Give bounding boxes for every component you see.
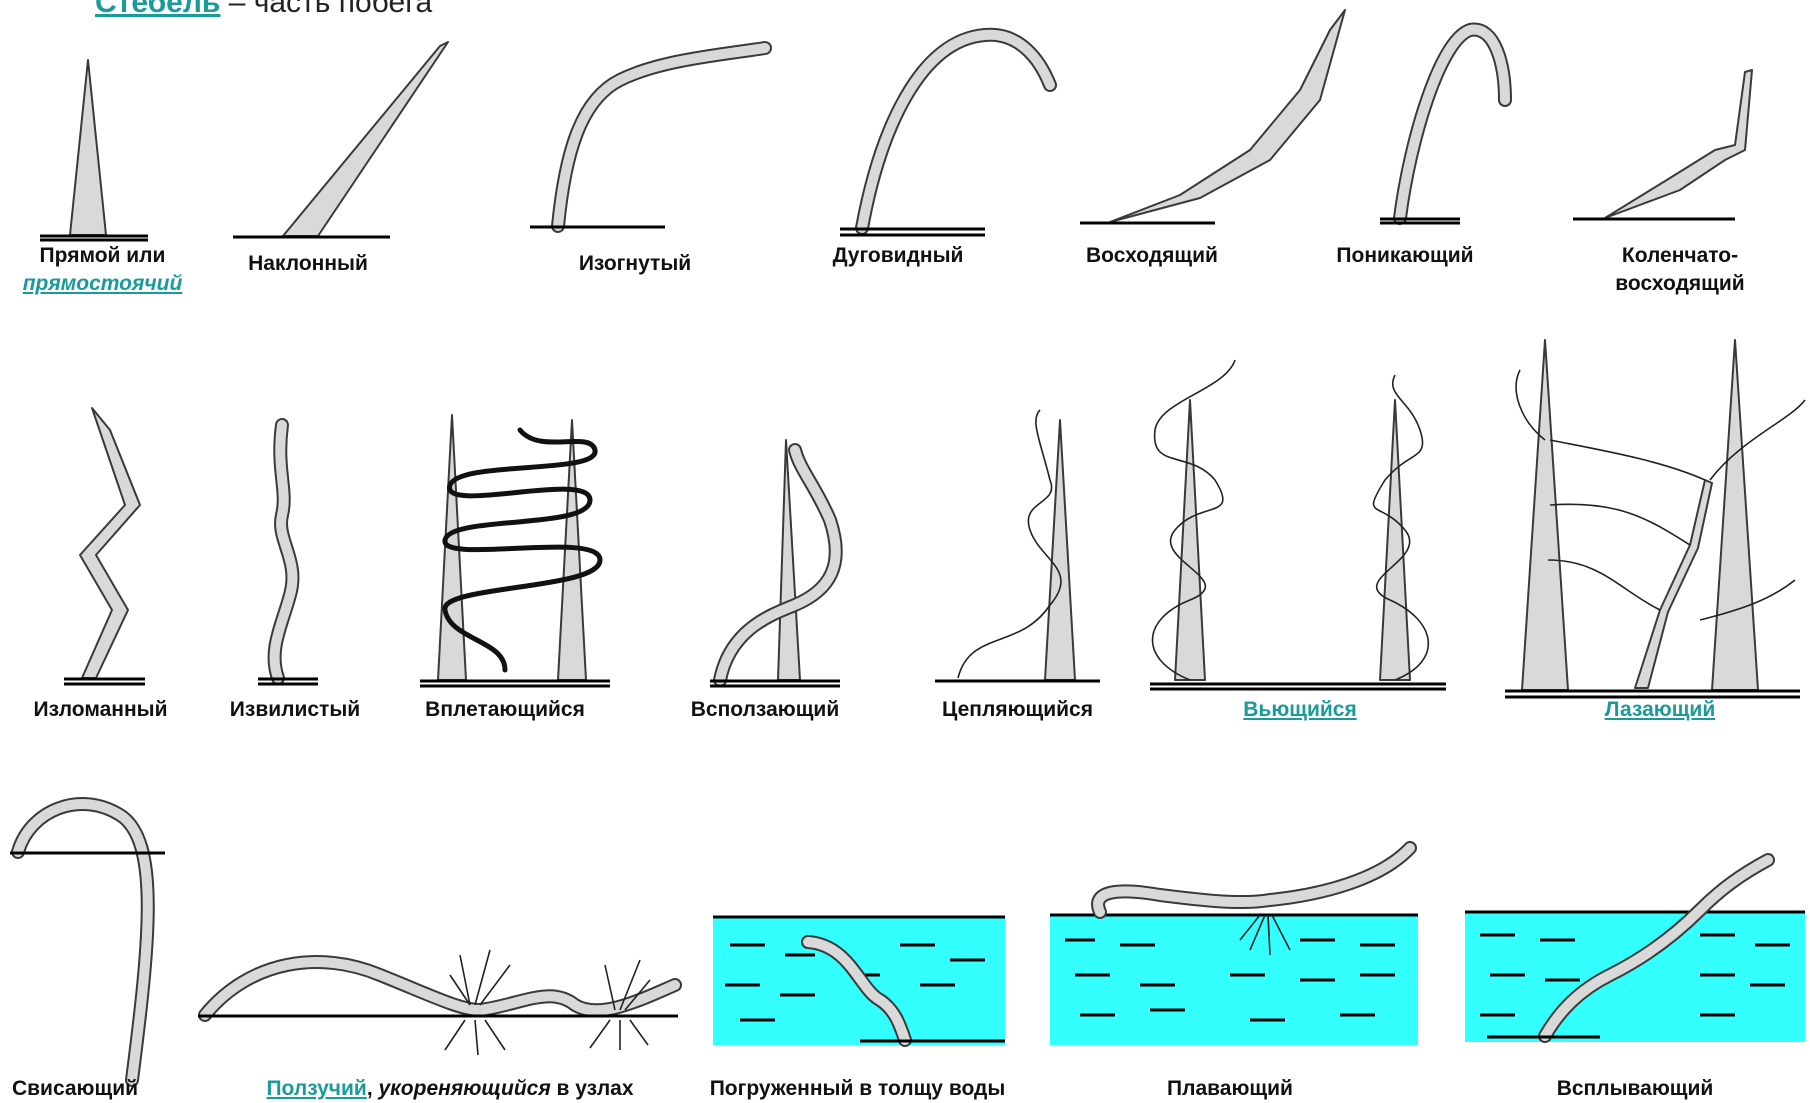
label-broken: Изломанный bbox=[18, 696, 183, 724]
label-erect-line1: Прямой или bbox=[0, 242, 205, 270]
floating-stem-figure bbox=[1050, 848, 1418, 1045]
label-ascending: Восходящий bbox=[1072, 242, 1232, 270]
label-geniculate-line1: Коленчато- bbox=[1585, 242, 1775, 270]
label-emerging: Всплывающий bbox=[1540, 1075, 1730, 1103]
label-clinging: Цепляющийся bbox=[925, 696, 1110, 724]
label-erect: Прямой или прямостоячий bbox=[0, 242, 205, 298]
interweaving-stem-figure bbox=[420, 415, 610, 686]
label-creeping-up: Всползающий bbox=[675, 696, 855, 724]
label-sinuous: Извилистый bbox=[215, 696, 375, 724]
submerged-stem-figure bbox=[713, 917, 1005, 1045]
twining-stem-figure bbox=[1150, 360, 1446, 689]
hanging-stem-figure bbox=[10, 804, 165, 1080]
inclined-stem-figure bbox=[233, 42, 448, 237]
label-floating: Плавающий bbox=[1140, 1075, 1320, 1103]
label-climbing-link[interactable]: Лазающий bbox=[1580, 696, 1740, 724]
arched-stem-figure bbox=[840, 35, 1050, 235]
broken-stem-figure bbox=[64, 408, 145, 684]
label-twining-link[interactable]: Вьющийся bbox=[1210, 696, 1390, 724]
label-erect-link[interactable]: прямостоячий bbox=[0, 270, 205, 298]
label-interweaving: Вплетающийся bbox=[410, 696, 600, 724]
erect-stem-figure bbox=[40, 60, 148, 240]
emerging-stem-figure bbox=[1465, 860, 1805, 1042]
label-submerged: Погруженный в толщу воды bbox=[685, 1075, 1030, 1103]
label-drooping: Поникающий bbox=[1325, 242, 1485, 270]
label-hanging: Свисающий bbox=[0, 1075, 150, 1103]
climbing-stem-figure bbox=[1505, 340, 1805, 697]
drooping-stem-figure bbox=[1380, 30, 1505, 223]
sinuous-stem-figure bbox=[258, 425, 318, 684]
clinging-stem-figure bbox=[935, 410, 1100, 681]
label-geniculate-line2: восходящий bbox=[1585, 270, 1775, 298]
label-creeping: Ползучий, укореняющийся в узлах bbox=[225, 1075, 675, 1103]
label-inclined: Наклонный bbox=[228, 250, 388, 278]
creeping-stem-figure bbox=[198, 950, 678, 1055]
label-curved: Изогнутый bbox=[555, 250, 715, 278]
label-arched: Дуговидный bbox=[818, 242, 978, 270]
label-geniculate: Коленчато- восходящий bbox=[1585, 242, 1775, 298]
creeping-up-stem-figure bbox=[710, 440, 840, 686]
curved-stem-figure bbox=[530, 48, 765, 227]
ascending-stem-figure bbox=[1080, 10, 1345, 223]
geniculate-stem-figure bbox=[1573, 70, 1752, 219]
